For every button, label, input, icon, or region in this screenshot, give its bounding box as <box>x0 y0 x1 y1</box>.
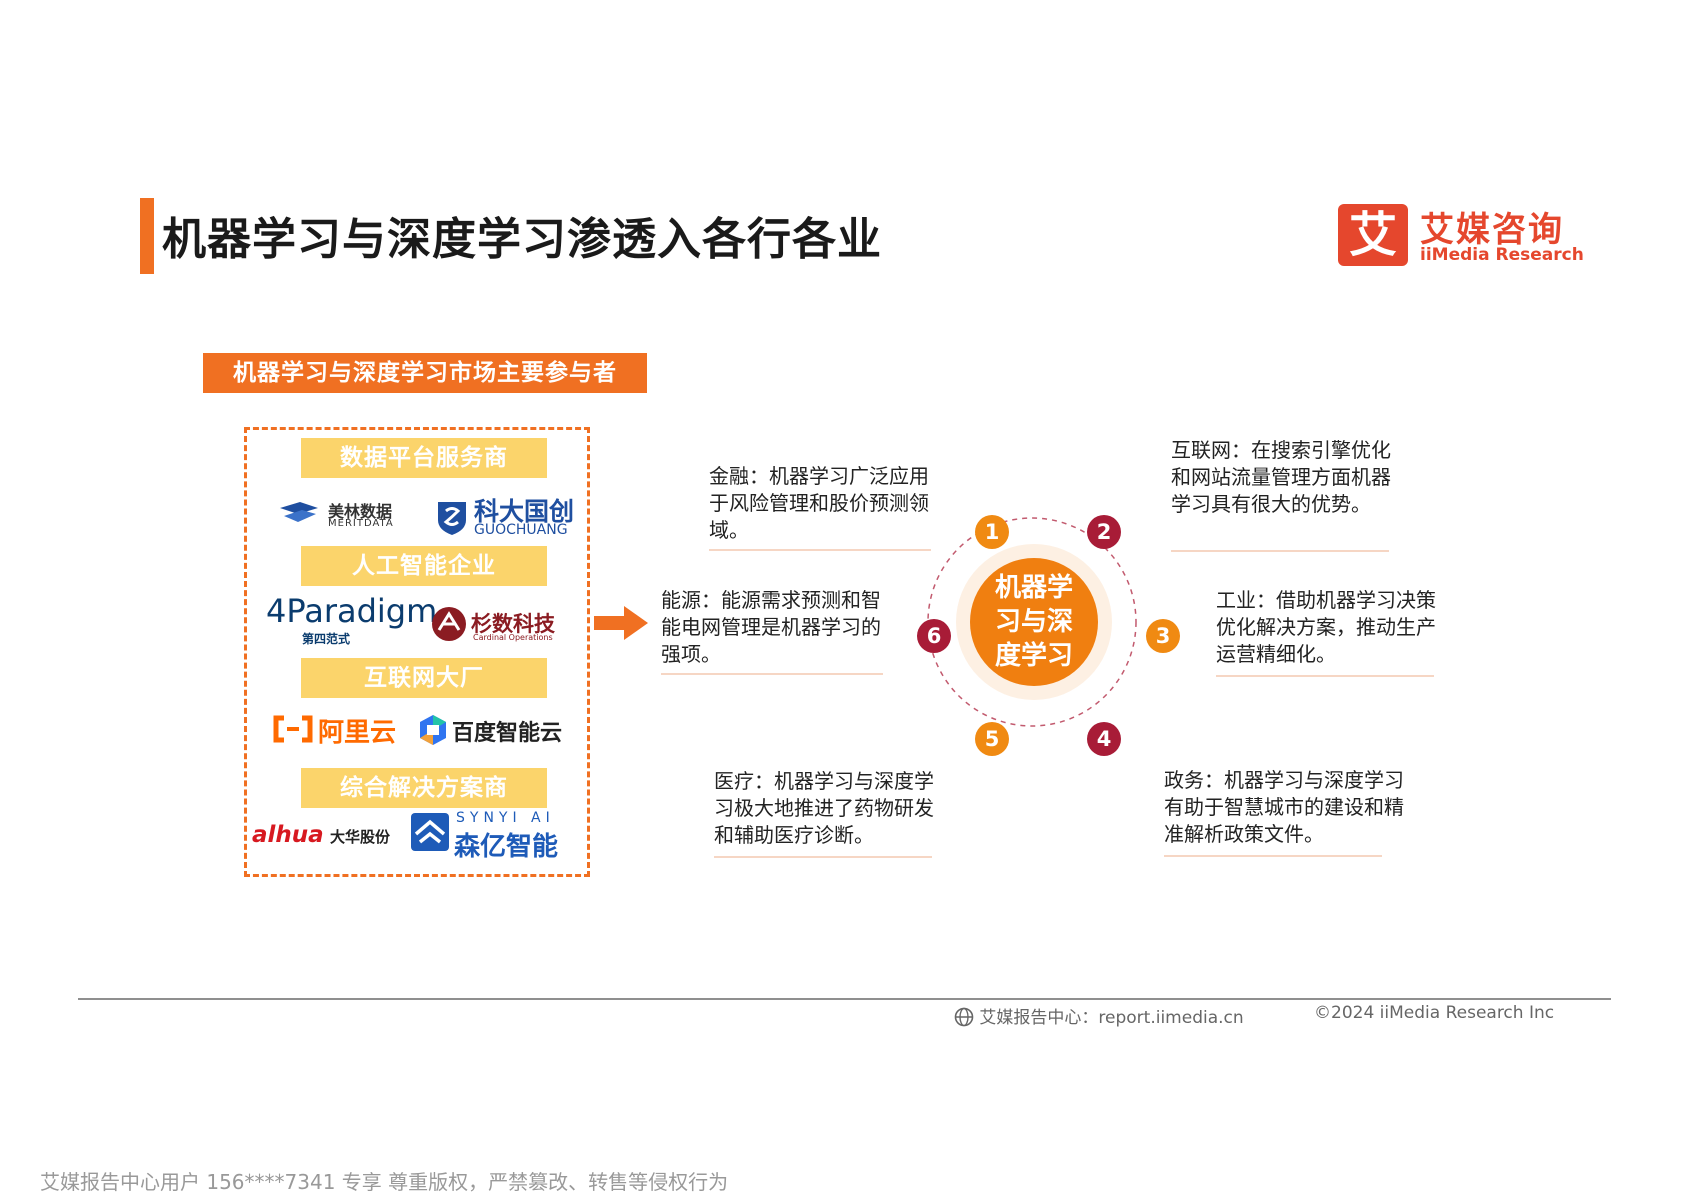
aliyun-icon <box>273 715 313 743</box>
dahua-sub: alhua <box>252 822 324 848</box>
guochuang-icon <box>438 502 466 535</box>
energy-underline <box>661 673 883 675</box>
category-label: 数据平台服务商 <box>301 438 547 478</box>
4paradigm-name: 4Paradigm <box>266 592 438 630</box>
guochuang-logo: 科大国创 GUOCHUANG <box>436 497 574 540</box>
industry-underline <box>1216 675 1434 677</box>
participants-header: 机器学习与深度学习市场主要参与者 <box>203 353 647 393</box>
baidu-cloud-logo: 百度智能云 <box>418 714 562 750</box>
meritdata-sub: MERITDATA <box>328 518 394 529</box>
footer-copyright: ©2024 iiMedia Research Inc <box>1314 1003 1555 1023</box>
cardinal-icon <box>432 607 466 641</box>
node-5: 5 <box>975 722 1009 756</box>
globe-icon <box>954 1007 974 1027</box>
center-circle: 机器学习与深度学习 <box>970 558 1098 686</box>
category-label: 互联网大厂 <box>301 658 547 698</box>
brand-name-cn: 艾媒咨询 <box>1420 210 1564 250</box>
meritdata-logo: 美林数据 MERITDATA <box>278 498 393 532</box>
cardinal-name: 杉数科技 <box>471 612 555 636</box>
guochuang-name: 科大国创 <box>474 497 575 526</box>
meritdata-name: 美林数据 <box>328 502 393 521</box>
page-title: 机器学习与深度学习渗透入各行各业 <box>162 214 882 265</box>
title-accent-bar <box>140 198 154 274</box>
category-label: 人工智能企业 <box>301 546 547 586</box>
footer-rule <box>78 998 1611 1000</box>
footer-source-text: 艾媒报告中心：report.iimedia.cn <box>979 1008 1244 1028</box>
medical-text: 医疗：机器学习与深度学习极大地推进了药物研发和辅助医疗诊断。 <box>714 769 934 847</box>
brand-mark-icon: 艾 <box>1338 204 1408 266</box>
aliyun-logo: 阿里云 <box>272 714 396 748</box>
aliyun-name: 阿里云 <box>318 718 397 748</box>
synyi-icon <box>411 813 449 851</box>
synyi-name: 森亿智能 <box>454 832 559 862</box>
node-1: 1 <box>975 515 1009 549</box>
watermark: 艾媒报告中心用户 156****7341 专享 尊重版权，严禁篡改、转售等侵权行… <box>40 1170 729 1194</box>
node-3: 3 <box>1146 619 1180 653</box>
node-4: 4 <box>1087 722 1121 756</box>
meritdata-icon <box>280 502 318 522</box>
energy-text: 能源：能源需求预测和智能电网管理是机器学习的强项。 <box>661 588 881 666</box>
category-label: 综合解决方案商 <box>301 768 547 808</box>
center-label: 机器学习与深度学习 <box>994 573 1073 671</box>
synyi-sub: SYNYI AI <box>456 810 555 826</box>
guochuang-sub: GUOCHUANG <box>474 522 568 538</box>
4paradigm-sub: 第四范式 <box>302 632 351 646</box>
cardinal-sub: Cardinal Operations <box>473 633 553 642</box>
baidu-cloud-icon <box>420 715 446 745</box>
government-underline <box>1164 855 1382 857</box>
internet-text: 互联网：在搜索引擎优化和网站流量管理方面机器学习具有很大的优势。 <box>1171 438 1391 516</box>
baidu-cloud-name: 百度智能云 <box>452 721 563 746</box>
government-text: 政务：机器学习与深度学习有助于智慧城市的建设和精准解析政策文件。 <box>1164 768 1404 846</box>
dahua-name: 大华股份 <box>330 828 391 846</box>
industry-text: 工业：借助机器学习决策优化解决方案，推动生产运营精细化。 <box>1216 588 1436 666</box>
node-2: 2 <box>1087 515 1121 549</box>
cardinal-logo: 杉数科技 Cardinal Operations <box>431 606 555 646</box>
finance-text: 金融：机器学习广泛应用于风险管理和股价预测领域。 <box>709 464 929 542</box>
finance-underline <box>709 549 931 551</box>
right-arrow-icon <box>594 606 648 640</box>
node-6: 6 <box>917 619 951 653</box>
orbit-ring <box>927 517 1137 727</box>
medical-underline <box>714 856 932 858</box>
synyi-logo: SYNYI AI 森亿智能 <box>410 810 558 862</box>
brand-name-en: iiMedia Research <box>1420 245 1584 265</box>
internet-underline <box>1171 550 1389 552</box>
footer-source: 艾媒报告中心：report.iimedia.cn <box>954 1003 1244 1028</box>
brand-logo: 艾 艾媒咨询 iiMedia Research <box>1338 202 1588 268</box>
participants-panel <box>244 427 590 877</box>
